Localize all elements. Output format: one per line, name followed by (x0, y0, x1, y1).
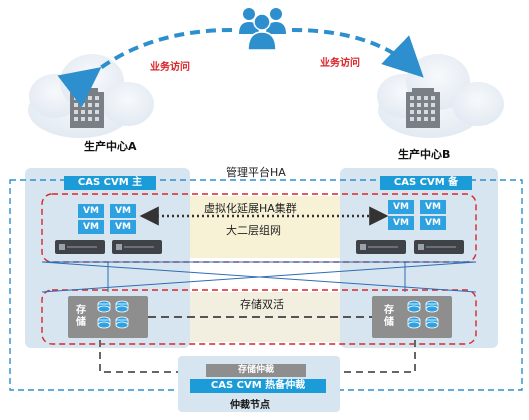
mgmt-ha-frame (9, 179, 523, 391)
vm-a4: VM (110, 220, 136, 234)
center-a-label: 生产中心A (84, 140, 137, 153)
ha-highlight (190, 196, 340, 258)
storage-arbitration-badge: 存储仲裁 (206, 364, 306, 377)
storage-label-b: 存储 (384, 305, 394, 328)
business-access-label-right: 业务访问 (320, 58, 360, 69)
network-lines (41, 261, 477, 293)
vm-b4: VM (420, 216, 446, 230)
server-icon-b1 (356, 240, 406, 254)
business-access-label-left: 业务访问 (150, 62, 190, 73)
server-icon-a2 (112, 240, 162, 254)
building-icon-left (70, 88, 104, 128)
vm-b1: VM (388, 200, 414, 214)
cvm-backup-badge: CAS CVM 备 (380, 176, 472, 190)
vm-a2: VM (110, 204, 136, 218)
storage-active-label: 存储双活 (240, 298, 284, 311)
cvm-primary-badge: CAS CVM 主 (64, 176, 156, 190)
server-icon-b2 (414, 240, 464, 254)
storage-label-a: 存储 (76, 305, 86, 328)
disk-icon-group-b (407, 300, 439, 329)
layer2-label: 大二层组网 (226, 224, 281, 237)
vm-b2: VM (420, 200, 446, 214)
storage-frame (41, 289, 477, 345)
vm-b3: VM (388, 216, 414, 230)
building-icon-right (406, 88, 440, 128)
ha-cluster-label: 虚拟化延展HA集群 (204, 202, 297, 215)
server-icon-a1 (55, 240, 105, 254)
users-icon (239, 8, 286, 51)
cloud-icon-right (377, 54, 504, 138)
access-arrow-left (57, 28, 233, 108)
vm-a3: VM (78, 220, 104, 234)
disk-icon-group-a (97, 300, 129, 329)
center-b-label: 生产中心B (398, 148, 451, 161)
cvm-hot-standby-badge: CAS CVM 热备仲裁 (190, 379, 326, 393)
access-arrow-right (291, 28, 424, 78)
mgmt-platform-label: 管理平台HA (226, 166, 286, 179)
arbitration-node-label: 仲裁节点 (230, 400, 270, 411)
vm-a1: VM (78, 204, 104, 218)
